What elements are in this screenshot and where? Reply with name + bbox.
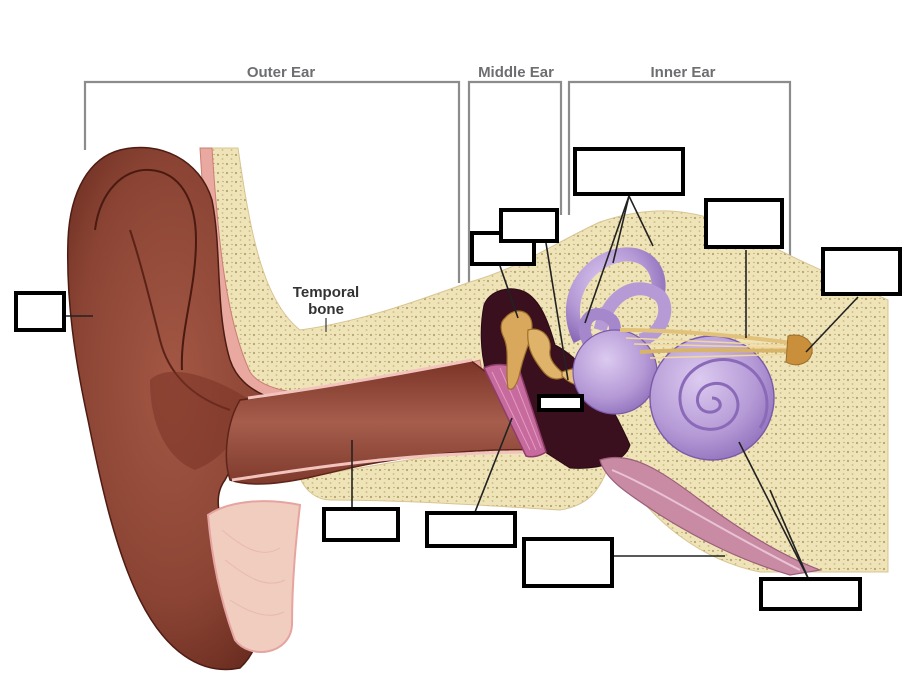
leader-cochlear-nerve <box>805 296 859 353</box>
earlobe-texture <box>221 529 286 616</box>
label-box-eardrum[interactable] <box>425 511 517 548</box>
label-boxes <box>14 147 902 611</box>
leader-cochlea-2 <box>769 489 809 579</box>
inner-ear-bracket <box>567 80 792 283</box>
malleus <box>500 310 533 390</box>
leader-malleus <box>499 265 519 319</box>
label-box-auricle[interactable] <box>14 291 66 332</box>
label-box-cochlea[interactable] <box>759 577 862 611</box>
leader-lines <box>66 195 859 579</box>
auricle <box>66 146 302 671</box>
ear-canal-lining-bottom <box>231 450 541 482</box>
leader-eardrum <box>474 417 513 513</box>
leader-semicircular-1 <box>584 195 630 324</box>
label-box-vestibular-nerve[interactable] <box>704 198 784 249</box>
leader-incus <box>545 242 569 381</box>
ear-canal-lining-top <box>247 358 473 400</box>
nerve-fibers <box>625 337 801 359</box>
outer-ear-label: Outer Ear <box>247 64 316 81</box>
vestibule <box>572 329 658 415</box>
label-box-incus[interactable] <box>499 208 559 243</box>
vestibular-nerve <box>619 328 801 346</box>
middle-ear-bracket <box>467 80 563 283</box>
region-brackets: Outer Ear Middle Ear Inner Ear <box>83 64 792 283</box>
cochlear-nerve <box>639 348 801 354</box>
label-box-cochlear-nerve[interactable] <box>821 247 902 296</box>
temporal-bone-label-line1: Temporal <box>293 284 359 301</box>
concha <box>150 371 250 470</box>
label-box-semicircular-canals[interactable] <box>573 147 685 196</box>
label-box-ear-canal[interactable] <box>322 507 400 542</box>
leader-semicircular-3 <box>628 195 654 247</box>
leader-cochlea-1 <box>738 441 809 579</box>
label-box-eustachian-tube[interactable] <box>522 537 614 588</box>
cochlea-spiral <box>678 358 769 431</box>
nerve-ganglion <box>785 334 813 366</box>
temporal-bone-label-line2: bone <box>308 301 344 318</box>
inner-ear-label: Inner Ear <box>650 64 715 81</box>
semicircular-canal-anterior <box>565 247 666 344</box>
middle-ear-label: Middle Ear <box>478 64 554 81</box>
helix-rim <box>94 168 198 371</box>
outer-ear-bracket <box>83 80 461 283</box>
eustachian-tube-lumen <box>611 469 801 571</box>
inner-ear-labyrinth <box>565 247 775 461</box>
label-box-stapes[interactable] <box>537 394 584 412</box>
vestibulocochlear-nerve <box>619 328 813 366</box>
leader-semicircular-2 <box>612 195 630 264</box>
